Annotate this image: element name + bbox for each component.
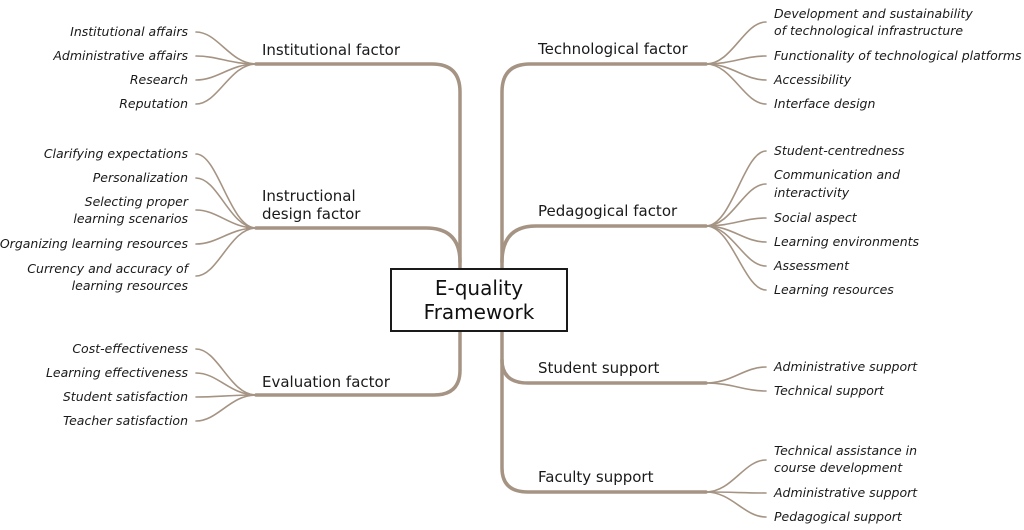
leaf-pedagogical-2-line1: Communication and	[774, 167, 901, 182]
leaf-instructional-2: Personalization	[92, 170, 188, 185]
connector-evaluation-1	[195, 348, 257, 396]
leaf-evaluation-3: Student satisfaction	[62, 389, 188, 404]
leaf-institutional-2: Administrative affairs	[53, 48, 188, 63]
leaf-evaluation-4: Teacher satisfaction	[63, 413, 188, 428]
leaf-evaluation-1: Cost-effectiveness	[72, 341, 188, 356]
connector-instructional-3	[195, 209, 257, 229]
connector-technological-4	[705, 63, 767, 105]
connector-institutional-2	[195, 55, 257, 65]
connector-evaluation-4	[195, 394, 257, 422]
center-title-line2: Framework	[423, 300, 535, 324]
factor-institutional: Institutional factor	[262, 41, 400, 59]
leaf-faculty-support-3: Pedagogical support	[774, 509, 902, 524]
leaf-institutional-3: Research	[129, 72, 188, 87]
connector-pedagogical-6	[705, 225, 767, 291]
leaf-student-support-1: Administrative support	[774, 359, 918, 374]
connector-technological-1	[705, 21, 767, 65]
leaf-pedagogical-2-line2: interactivity	[774, 185, 850, 200]
connector-instructional-5	[195, 227, 257, 277]
factor-pedagogical: Pedagogical factor	[538, 202, 678, 220]
leaf-student-support-2: Technical support	[774, 383, 884, 398]
factor-instructional-line1: Instructional	[262, 187, 356, 205]
connector-pedagogical-5	[705, 225, 767, 267]
connector-evaluation-2	[195, 372, 257, 396]
connector-student-2	[705, 382, 767, 392]
leaf-technological-4: Interface design	[774, 96, 876, 111]
trunk-instructional	[254, 226, 462, 264]
connector-faculty-1	[705, 459, 767, 493]
leaf-institutional-1: Institutional affairs	[70, 24, 188, 39]
leaf-faculty-support-1-line1: Technical assistance in	[774, 443, 918, 458]
leaf-faculty-support-2: Administrative support	[774, 485, 918, 500]
connector-student-1	[705, 366, 767, 384]
leaf-evaluation-2: Learning effectiveness	[45, 365, 188, 380]
connector-pedagogical-2	[705, 183, 767, 227]
factor-instructional-line2: design factor	[262, 205, 361, 223]
leaf-technological-1-line1: Development and sustainability	[774, 6, 973, 21]
center-box: E-quality Framework	[390, 268, 568, 332]
connector-institutional-4	[195, 63, 257, 105]
factor-faculty-support: Faculty support	[538, 468, 654, 486]
connector-instructional-2	[195, 177, 257, 229]
leaf-instructional-3-line2: learning scenarios	[73, 211, 188, 226]
leaf-instructional-3-line1: Selecting proper	[84, 194, 188, 209]
trunk-pedagogical	[500, 224, 708, 264]
connector-technological-2	[705, 55, 767, 65]
trunk-faculty	[500, 330, 708, 494]
leaf-technological-2: Functionality of technological platforms	[774, 48, 1022, 63]
leaf-pedagogical-5: Assessment	[774, 258, 849, 273]
leaf-instructional-5-line1: Currency and accuracy of	[27, 261, 188, 276]
center-title-line1: E-quality	[434, 276, 524, 300]
leaf-pedagogical-4: Learning environments	[774, 234, 920, 249]
connector-instructional-1	[195, 153, 257, 229]
connector-pedagogical-1	[705, 150, 767, 227]
leaf-technological-3: Accessibility	[774, 72, 852, 87]
factor-student-support: Student support	[538, 359, 660, 377]
leaf-institutional-4: Reputation	[119, 96, 188, 111]
leaf-instructional-4: Organizing learning resources	[0, 236, 188, 251]
leaf-pedagogical-3: Social aspect	[774, 210, 857, 225]
trunk-institutional	[254, 62, 462, 270]
trunk-evaluation	[254, 330, 462, 397]
factor-evaluation: Evaluation factor	[262, 373, 390, 391]
leaf-pedagogical-6: Learning resources	[774, 282, 894, 297]
leaf-technological-1-line2: of technological infrastructure	[774, 23, 964, 38]
connector-faculty-3	[705, 491, 767, 518]
factor-technological: Technological factor	[538, 40, 688, 58]
trunk-technological	[500, 62, 708, 270]
leaf-instructional-5-line2: learning resources	[71, 278, 188, 293]
leaf-faculty-support-1-line2: course development	[774, 460, 903, 475]
connector-institutional-1	[195, 31, 257, 65]
leaf-pedagogical-1: Student-centredness	[774, 143, 905, 158]
trunk-student	[500, 358, 708, 385]
leaf-instructional-1: Clarifying expectations	[43, 146, 188, 161]
